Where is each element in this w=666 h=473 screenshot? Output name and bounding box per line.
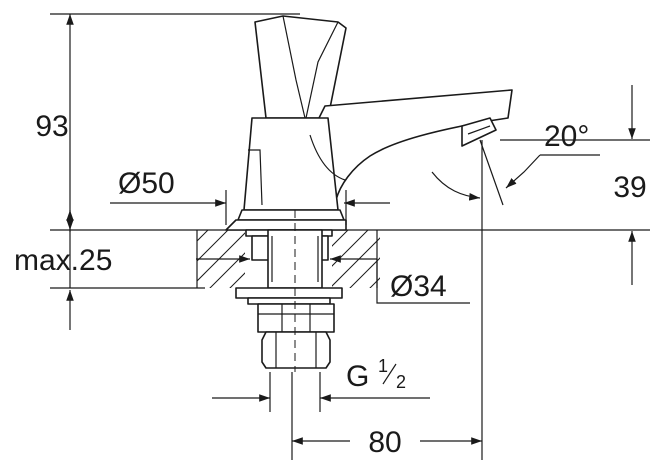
dimension-thread: G 1 2 — [212, 356, 430, 412]
label-spout-height: 39 — [613, 171, 646, 204]
label-diameter-shank: Ø34 — [390, 270, 447, 303]
lock-nut — [257, 303, 335, 333]
dimension-diameter-shank: Ø34 — [196, 255, 470, 304]
dimension-height-total: 93 — [35, 13, 74, 230]
dimension-spout-height: 39 — [613, 85, 647, 285]
dimension-max-thickness: max.25 — [14, 210, 112, 330]
label-max-thickness: max.25 — [14, 244, 112, 277]
label-diameter-base: Ø50 — [118, 167, 175, 200]
aerator — [461, 117, 497, 147]
dimension-diameter-base: Ø50 — [110, 167, 390, 225]
label-thread-denominator: 2 — [396, 372, 406, 392]
washer — [235, 287, 343, 299]
label-height-total: 93 — [35, 110, 68, 143]
spout — [307, 89, 513, 201]
base-flange — [237, 209, 345, 221]
label-reach: 80 — [368, 426, 401, 459]
handle — [254, 15, 347, 119]
label-angle: 20° — [544, 120, 589, 153]
mounting-shank — [235, 210, 343, 372]
label-thread: G — [346, 360, 369, 393]
faucet-body — [225, 15, 513, 231]
dimension-angle: 20° — [431, 120, 600, 206]
dimension-reach: 80 — [291, 140, 483, 460]
label-thread-numerator: 1 — [378, 356, 388, 376]
